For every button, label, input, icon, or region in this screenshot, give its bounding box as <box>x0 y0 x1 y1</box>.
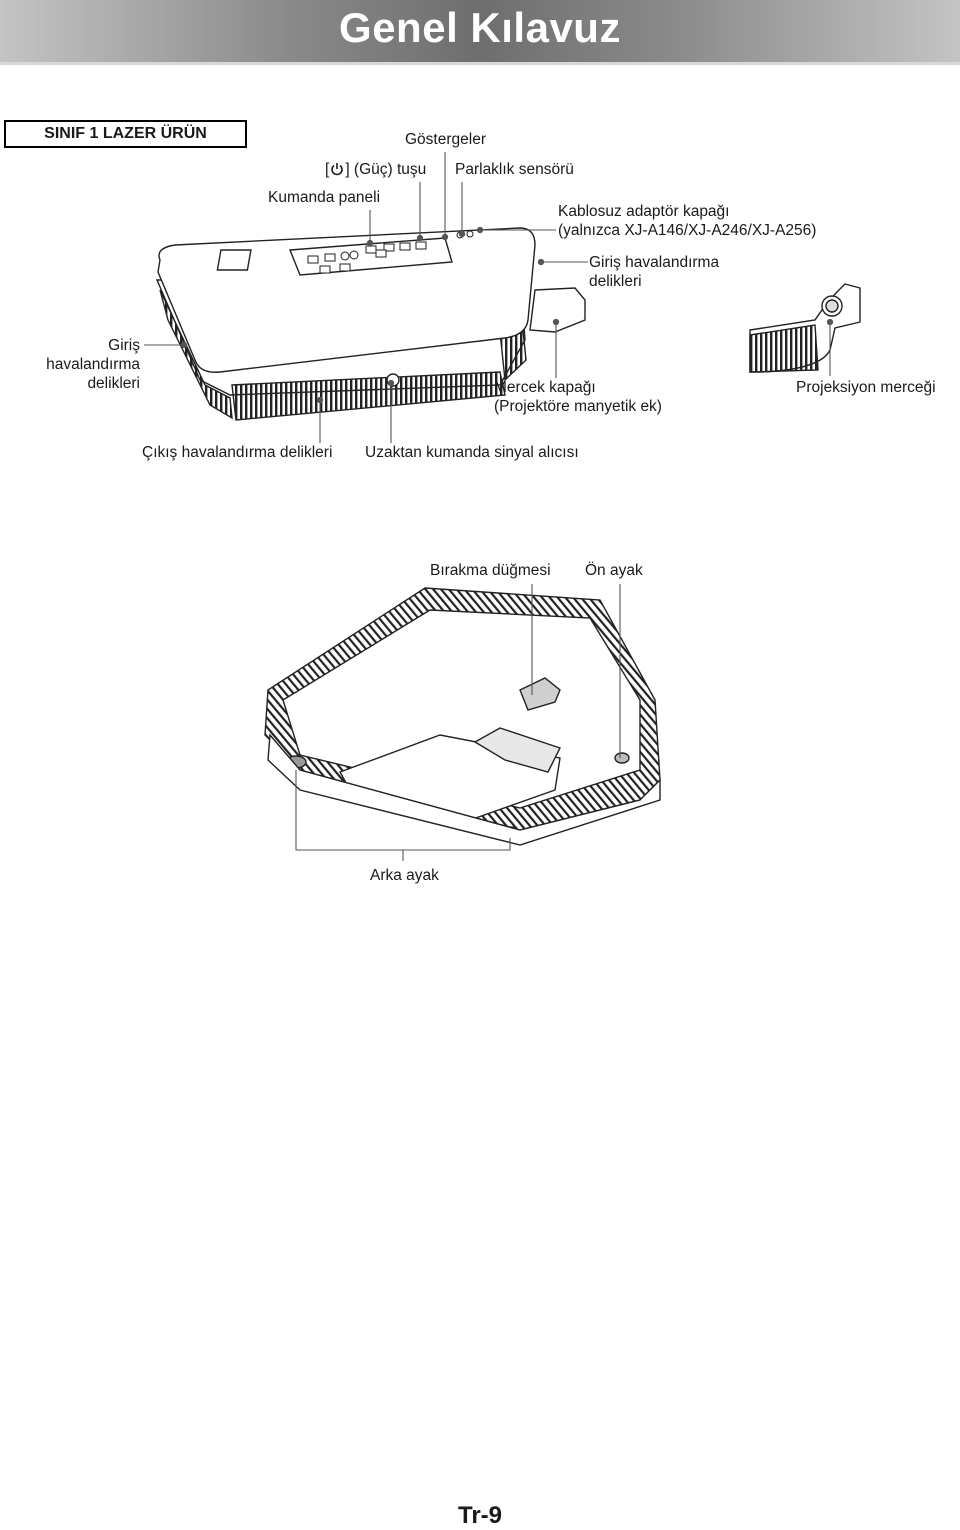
power-icon <box>331 163 344 176</box>
rear-foot-label: Arka ayak <box>370 867 439 884</box>
bottom-callout-lines <box>295 584 621 861</box>
exhaust-vents-label: Çıkış havalandırma delikleri <box>142 444 333 461</box>
indicators-label: Göstergeler <box>405 131 486 148</box>
wireless-cover-line-1: Kablosuz adaptör kapağı <box>558 203 730 220</box>
release-button-label: Bırakma düğmesi <box>430 562 551 579</box>
brightness-sensor-label: Parlaklık sensörü <box>455 161 574 178</box>
top-callout-lines <box>144 152 588 443</box>
intake-left-line-2: havalandırma <box>46 356 140 373</box>
projection-lens-detail <box>749 283 861 373</box>
lens-cover-line-1: Mercek kapağı <box>494 379 596 396</box>
lens-cover-line-2: (Projektöre manyetik ek) <box>494 398 662 415</box>
intake-left-line-1: Giriş <box>108 337 140 354</box>
projection-lens-label: Projeksiyon merceği <box>796 379 936 396</box>
projector-top-view <box>155 227 586 421</box>
lens-cover-label: Mercek kapağı (Projektöre manyetik ek) <box>494 378 662 416</box>
intake-left-line-3: delikleri <box>87 375 140 392</box>
intake-right-line-1: Giriş havalandırma <box>589 254 720 271</box>
front-foot-label: Ön ayak <box>585 562 643 579</box>
control-panel-label: Kumanda paneli <box>268 189 381 206</box>
page-header: Genel Kılavuz <box>0 0 960 65</box>
laser-class-label: SINIF 1 LAZER ÜRÜN <box>4 120 247 148</box>
intake-vents-left-label: Giriş havalandırma delikleri <box>30 336 140 393</box>
power-key-text: ] (Güç) tuşu <box>345 161 427 178</box>
page-title: Genel Kılavuz <box>339 4 621 51</box>
projector-bottom-view <box>264 587 661 846</box>
remote-receiver-label: Uzaktan kumanda sinyal alıcısı <box>365 444 579 461</box>
intake-vents-right-label: Giriş havalandırma delikleri <box>589 253 719 291</box>
power-key-bracket-open: [ <box>325 161 330 178</box>
power-key-label: [ ] (Güç) tuşu <box>325 160 426 179</box>
intake-right-line-2: delikleri <box>589 273 642 290</box>
wireless-cover-line-2: (yalnızca XJ-A146/XJ-A246/XJ-A256) <box>558 222 817 239</box>
page-number: Tr-9 <box>457 1502 502 1529</box>
wireless-cover-label: Kablosuz adaptör kapağı (yalnızca XJ-A14… <box>558 202 816 240</box>
